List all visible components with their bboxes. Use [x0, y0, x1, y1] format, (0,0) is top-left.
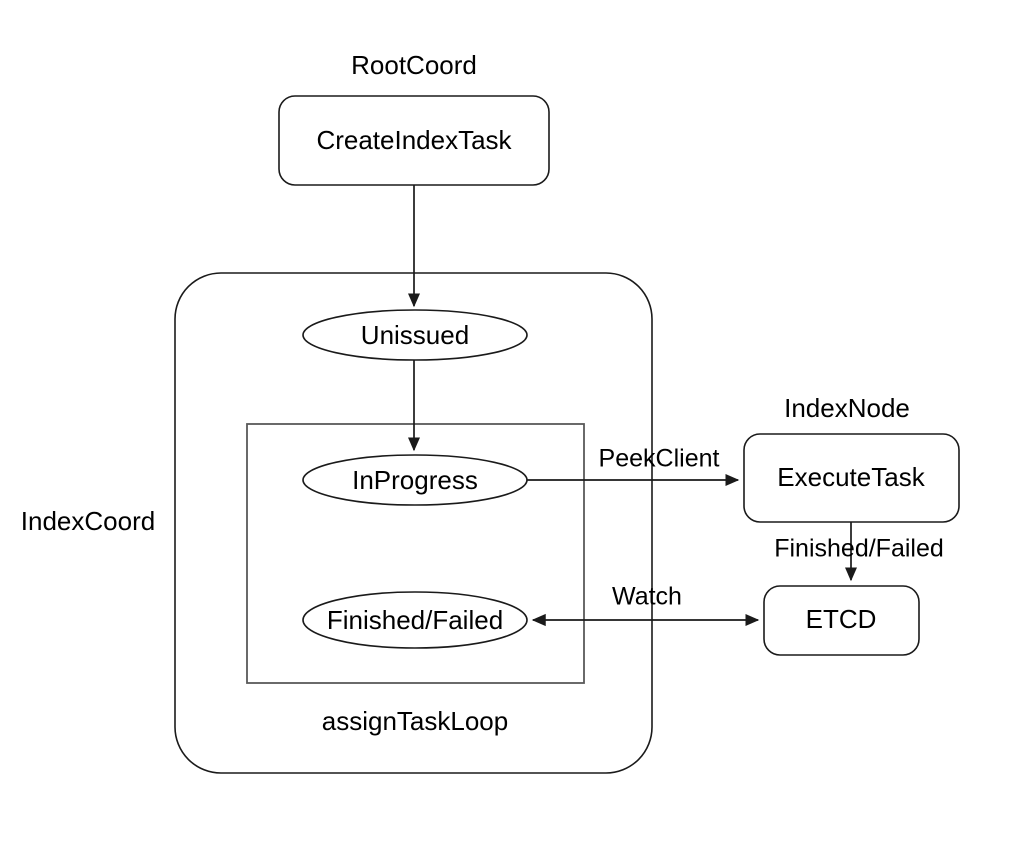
node-createindextask[interactable]: CreateIndexTask: [278, 95, 550, 186]
inprogress-ellipse[interactable]: [302, 454, 528, 506]
group-label-rootcoord: RootCoord: [351, 50, 477, 80]
node-unissued[interactable]: Unissued: [302, 309, 528, 361]
node-etcd[interactable]: ETCD: [763, 585, 920, 656]
createindextask-label: CreateIndexTask: [316, 125, 512, 155]
group-label-indexnode: IndexNode: [784, 393, 910, 423]
finishedfailed-label: Finished/Failed: [327, 605, 503, 635]
executetask-label: ExecuteTask: [777, 462, 925, 492]
executetask-box[interactable]: [743, 433, 960, 523]
createindextask-box[interactable]: [278, 95, 550, 186]
etcd-box[interactable]: [763, 585, 920, 656]
node-executetask[interactable]: ExecuteTask: [743, 433, 960, 523]
unissued-ellipse[interactable]: [302, 309, 528, 361]
assigntaskloop-container-outline: [246, 423, 585, 684]
edge-label-peekclient: PeekClient: [599, 445, 720, 473]
unissued-label: Unissued: [361, 320, 469, 350]
finishedfailed-ellipse[interactable]: [302, 591, 528, 649]
edge-label-watch: Watch: [612, 583, 682, 611]
etcd-label: ETCD: [806, 604, 877, 634]
node-finishedfailed[interactable]: Finished/Failed: [302, 591, 528, 649]
edge-label-finished-failed: Finished/Failed: [774, 535, 944, 563]
group-label-assigntaskloop: assignTaskLoop: [322, 706, 508, 736]
inprogress-label: InProgress: [352, 465, 478, 495]
container-assigntaskloop-box: [246, 423, 585, 684]
group-label-indexcoord: IndexCoord: [21, 506, 155, 536]
node-inprogress[interactable]: InProgress: [302, 454, 528, 506]
